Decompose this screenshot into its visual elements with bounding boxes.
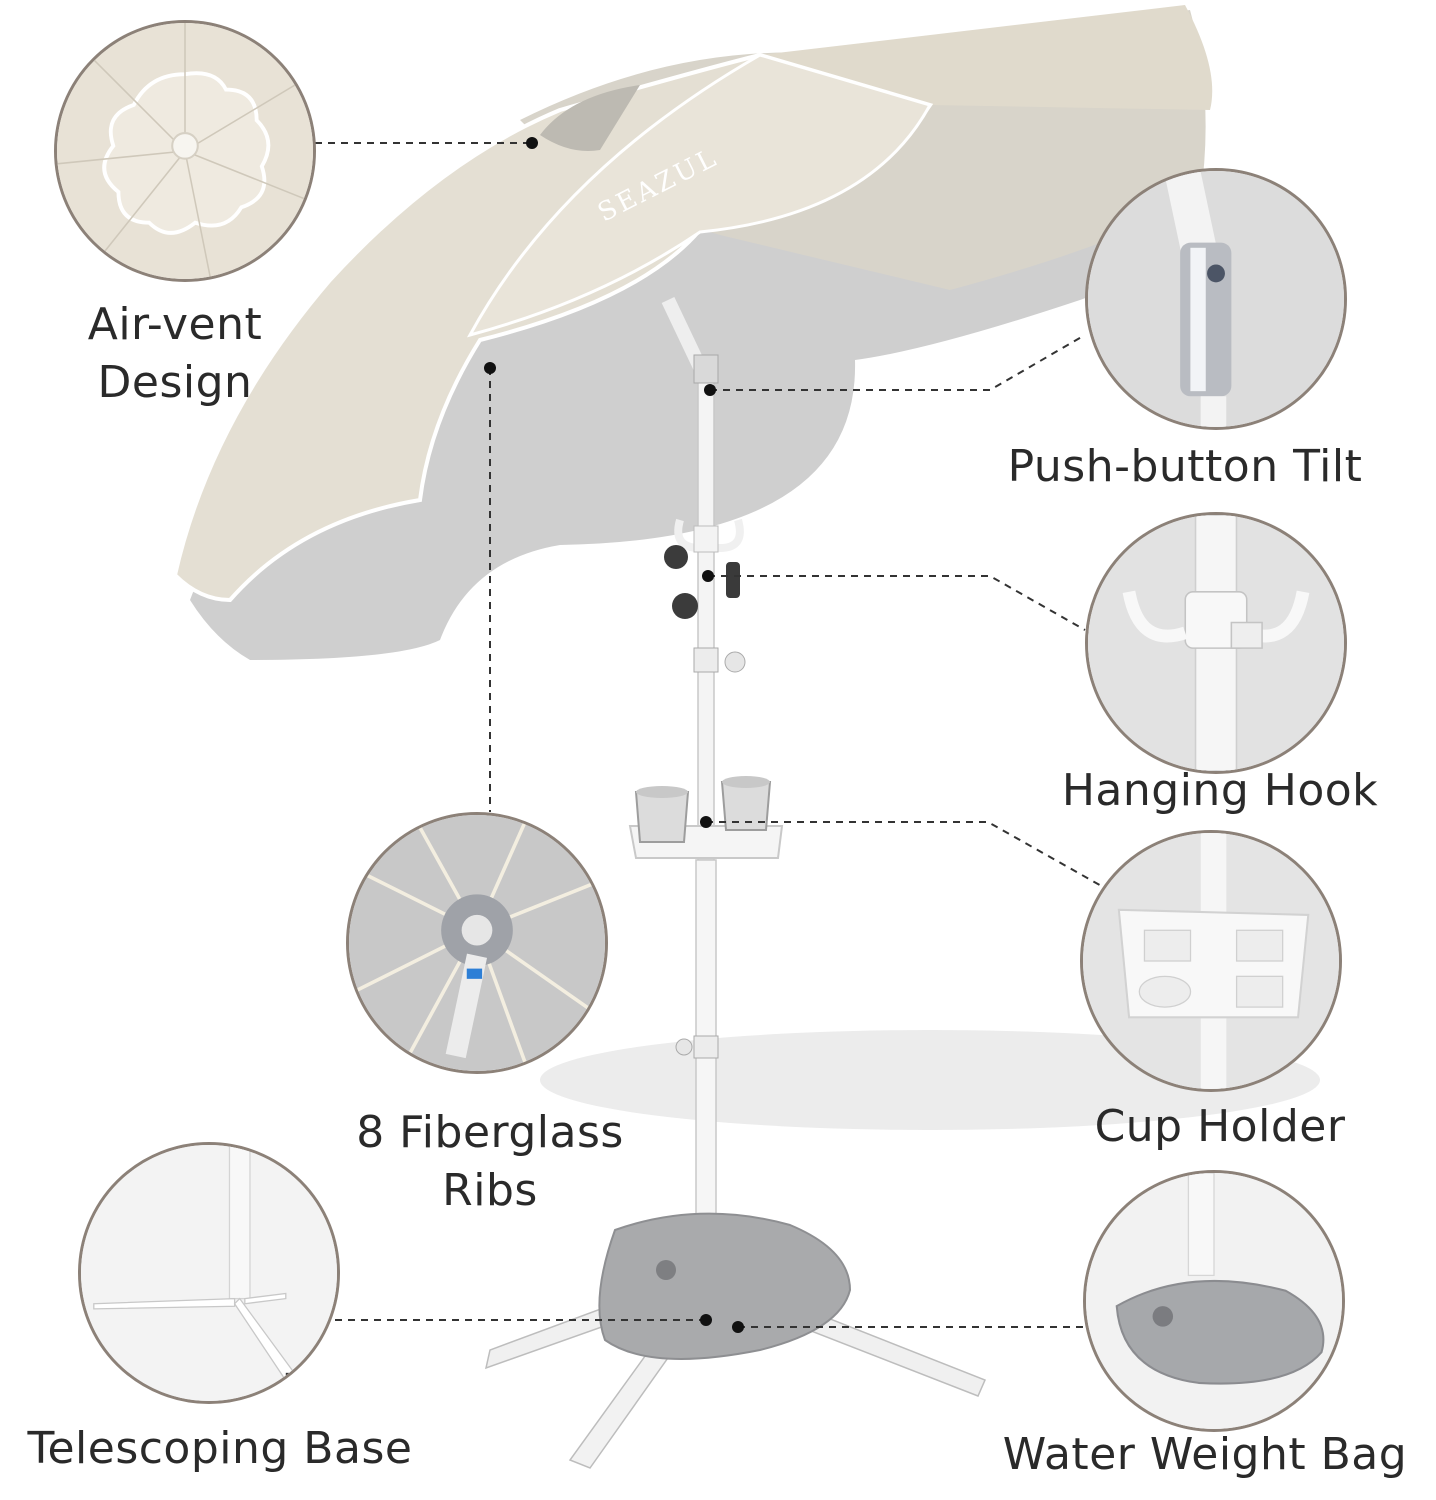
callout-dot-bag (732, 1321, 744, 1333)
inset-tilt (1085, 168, 1347, 430)
air-vent-icon (57, 23, 313, 279)
label-bag: Water Weight Bag (1002, 1429, 1408, 1480)
pole-joint (693, 354, 719, 384)
label-air-vent-line1: Air-vent (87, 299, 263, 350)
canopy-vent (540, 85, 640, 151)
cup-holder-icon (1083, 833, 1339, 1089)
callout-dot-cup (700, 816, 712, 828)
pole-knob-lower (675, 1038, 693, 1056)
label-air-vent-line2: Design (97, 357, 253, 408)
inset-cup (1080, 830, 1342, 1092)
pole-collar-upper (693, 647, 719, 673)
sunglasses-lens-1 (664, 545, 688, 569)
tilt-joint-icon (1088, 171, 1344, 427)
canopy-top-highlight (467, 53, 933, 338)
inset-ribs (346, 812, 608, 1074)
label-ribs-line2: Ribs (442, 1165, 538, 1216)
callout-hook (708, 575, 1086, 631)
cup-left-rim (636, 786, 688, 798)
cup-right-rim (722, 776, 770, 788)
label-ribs-line1: 8 Fiberglass (356, 1107, 624, 1158)
callout-dot-hook (702, 570, 714, 582)
callout-dot-ribs (484, 362, 496, 374)
keys (726, 562, 740, 598)
label-tilt: Push-button Tilt (1007, 441, 1363, 492)
canopy-far-panel-2 (760, 5, 1213, 110)
callout-dot-base (700, 1314, 712, 1326)
label-cup: Cup Holder (1094, 1101, 1346, 1152)
label-ribs: 8 Fiberglass Ribs (330, 1104, 650, 1220)
pole-collar-lower (693, 1035, 719, 1059)
pole-knob-upper (724, 651, 746, 673)
weight-bag (598, 1212, 852, 1360)
hook-icon (1088, 515, 1344, 771)
label-hook: Hanging Hook (1061, 765, 1379, 816)
inset-hook (1085, 512, 1347, 774)
callout-dot-air-vent (526, 137, 538, 149)
weight-bag-icon (1086, 1173, 1342, 1429)
callout-cup (706, 821, 1106, 889)
pole-upper (697, 359, 715, 861)
ribs-icon (349, 815, 605, 1071)
label-base: Telescoping Base (27, 1423, 413, 1474)
callout-dot-tilt (704, 384, 716, 396)
inset-bag (1083, 1170, 1345, 1432)
inset-base (78, 1142, 340, 1404)
base-icon (81, 1145, 337, 1401)
pole-hook-collar (693, 525, 719, 553)
label-air-vent: Air-vent Design (55, 296, 295, 412)
cup-left (634, 791, 690, 843)
sunglasses-lens-2 (672, 593, 698, 619)
weight-bag-valve (656, 1260, 676, 1280)
callout-lines (315, 142, 1106, 1328)
callout-tilt (710, 334, 1086, 391)
inset-air-vent (54, 20, 316, 282)
